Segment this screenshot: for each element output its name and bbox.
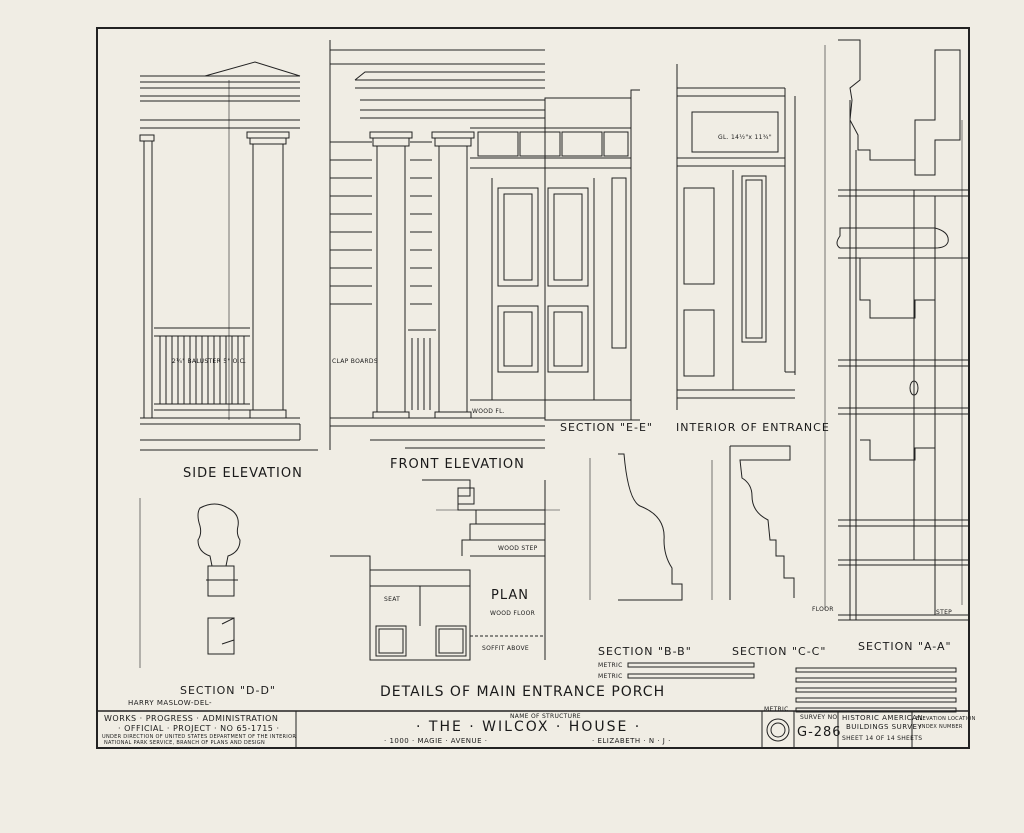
address: · 1000 · MAGIE · AVENUE · — [384, 737, 488, 745]
section-aa-title: SECTION "A-A" — [858, 640, 952, 653]
habs-line-1: HISTORIC AMERICAN — [842, 714, 924, 722]
delineator: HARRY MASLOW-DEL- — [128, 699, 213, 707]
front-elevation-title: FRONT ELEVATION — [390, 457, 525, 472]
agency-line-4: NATIONAL PARK SERVICE, BRANCH OF PLANS A… — [104, 740, 266, 746]
step-note: STEP — [936, 609, 953, 616]
plan-title: PLAN — [491, 588, 529, 603]
side-elevation-drawing — [139, 61, 318, 451]
metric-label-1: METRIC — [598, 662, 623, 669]
baluster-note: 2¼" BALUSTER 5" O.C. — [172, 358, 247, 365]
wood-floor-plan-note: WOOD FLOOR — [490, 610, 536, 617]
sheet-border — [96, 27, 970, 749]
wood-step-note: WOOD STEP — [498, 545, 538, 552]
section-aa-drawing — [824, 39, 970, 621]
seat-note: SEAT — [384, 596, 401, 603]
scale-bars — [627, 662, 957, 713]
side-elevation-title: SIDE ELEVATION — [183, 466, 303, 481]
index-line-2: INDEX NUMBER — [920, 724, 963, 730]
section-cc-title: SECTION "C-C" — [732, 645, 827, 658]
section-ee-title: SECTION "E-E" — [560, 421, 653, 434]
metric-label-3: METRIC — [764, 706, 789, 713]
wood-floor-note: WOOD FL. — [472, 408, 506, 415]
front-elevation-drawing — [329, 40, 545, 450]
main-title: DETAILS OF MAIN ENTRANCE PORCH — [380, 684, 666, 700]
structure-label: NAME OF STRUCTURE — [510, 713, 581, 720]
section-ee-drawing — [470, 89, 640, 421]
section-bb-drawing — [589, 453, 683, 601]
plan-drawing — [330, 479, 560, 661]
habs-line-2: BUILDINGS SURVEY — [846, 723, 923, 731]
section-bb-title: SECTION "B-B" — [598, 645, 692, 658]
structure-name: · THE · WILCOX · HOUSE · — [416, 719, 642, 735]
survey-number: G-286 — [797, 725, 842, 740]
soffit-note: SOFFIT ABOVE — [482, 645, 530, 652]
section-cc-drawing — [711, 445, 795, 600]
section-dd-title: SECTION "D-D" — [180, 684, 276, 697]
section-dd-drawing — [139, 498, 241, 668]
clapboards-note: CLAP BOARDS — [332, 358, 378, 365]
agency-line-1: WORKS · PROGRESS · ADMINISTRATION — [104, 714, 279, 723]
interior-entrance-title: INTERIOR OF ENTRANCE — [676, 421, 830, 434]
index-line-1: ELEVATION LOCATION — [916, 716, 976, 722]
interior-entrance-drawing — [676, 64, 796, 410]
city: · ELIZABETH · N · J · — [592, 737, 671, 745]
sheet-number: SHEET 14 OF 14 SHEETS — [842, 735, 923, 742]
survey-label: SURVEY NO. — [800, 714, 840, 721]
metric-label-2: METRIC — [598, 673, 623, 680]
glass-note: GL. 14½"x 11¾" — [718, 134, 772, 141]
floor-note: FLOOR — [812, 606, 834, 613]
agency-line-2: · OFFICIAL · PROJECT · NO 65-1715 · — [118, 724, 280, 733]
agency-line-3: UNDER DIRECTION OF UNITED STATES DEPARTM… — [102, 734, 297, 740]
